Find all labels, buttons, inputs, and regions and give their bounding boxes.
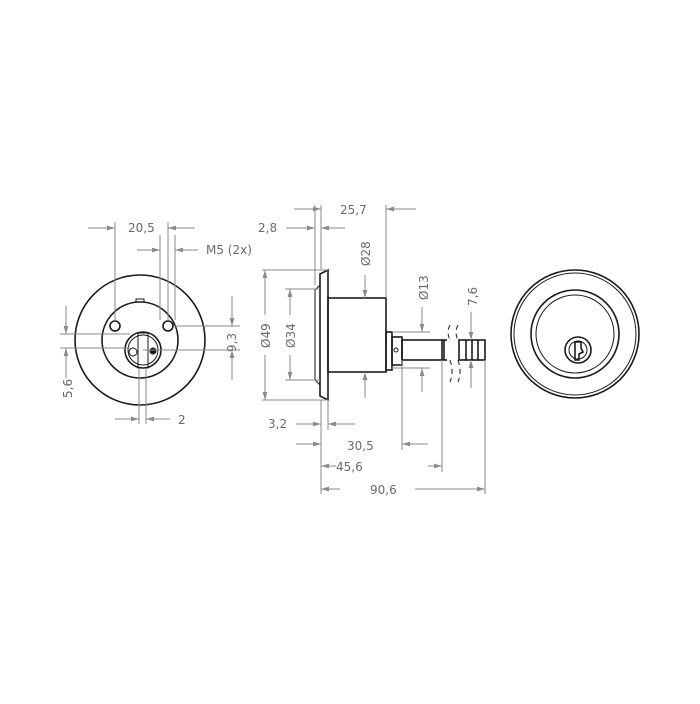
tailpiece xyxy=(401,339,443,361)
dim-cam-diameter: Ø13 xyxy=(417,275,431,300)
flange xyxy=(319,268,329,402)
dim-tail-break: 45,6 xyxy=(336,460,363,474)
front-view xyxy=(510,269,640,399)
inner-ring xyxy=(530,289,620,379)
cam-collar xyxy=(385,331,393,371)
dim-tailpiece-width: 7,6 xyxy=(466,287,480,306)
dim-slot-width: 2 xyxy=(178,413,186,427)
plug xyxy=(564,336,592,364)
outer-ring xyxy=(510,269,640,399)
dim-inner-diameter: Ø34 xyxy=(284,323,298,348)
body xyxy=(327,297,387,373)
dim-vertical-hole-offset: 9,3 xyxy=(225,333,239,352)
dim-tail-start: 30,5 xyxy=(347,439,374,453)
dim-flange-thickness: 2,8 xyxy=(258,221,277,235)
dim-flange-offset: 3,2 xyxy=(268,417,287,431)
dim-body-diameter: Ø28 xyxy=(359,241,373,266)
side-view: 25,7 2,8 Ø28 Ø49 Ø34 Ø13 7,6 3,2 xyxy=(258,203,486,497)
mounting-hole-left xyxy=(109,320,121,332)
dim-center-offset: 5,6 xyxy=(61,379,75,398)
flange-outline xyxy=(74,274,206,406)
keyway-icon xyxy=(574,341,585,361)
back-view: 20,5 M5 (2x) 9,3 5,6 2 xyxy=(60,221,252,427)
dim-hole-spacing: 20,5 xyxy=(128,221,155,235)
dim-body-length: 25,7 xyxy=(340,203,367,217)
dim-flange-diameter: Ø49 xyxy=(259,323,273,348)
dim-overall-length: 90,6 xyxy=(370,483,397,497)
body-outline xyxy=(101,301,179,379)
mounting-hole-right xyxy=(162,320,174,332)
break-line xyxy=(447,324,453,383)
dim-thread: M5 (2x) xyxy=(206,243,252,257)
